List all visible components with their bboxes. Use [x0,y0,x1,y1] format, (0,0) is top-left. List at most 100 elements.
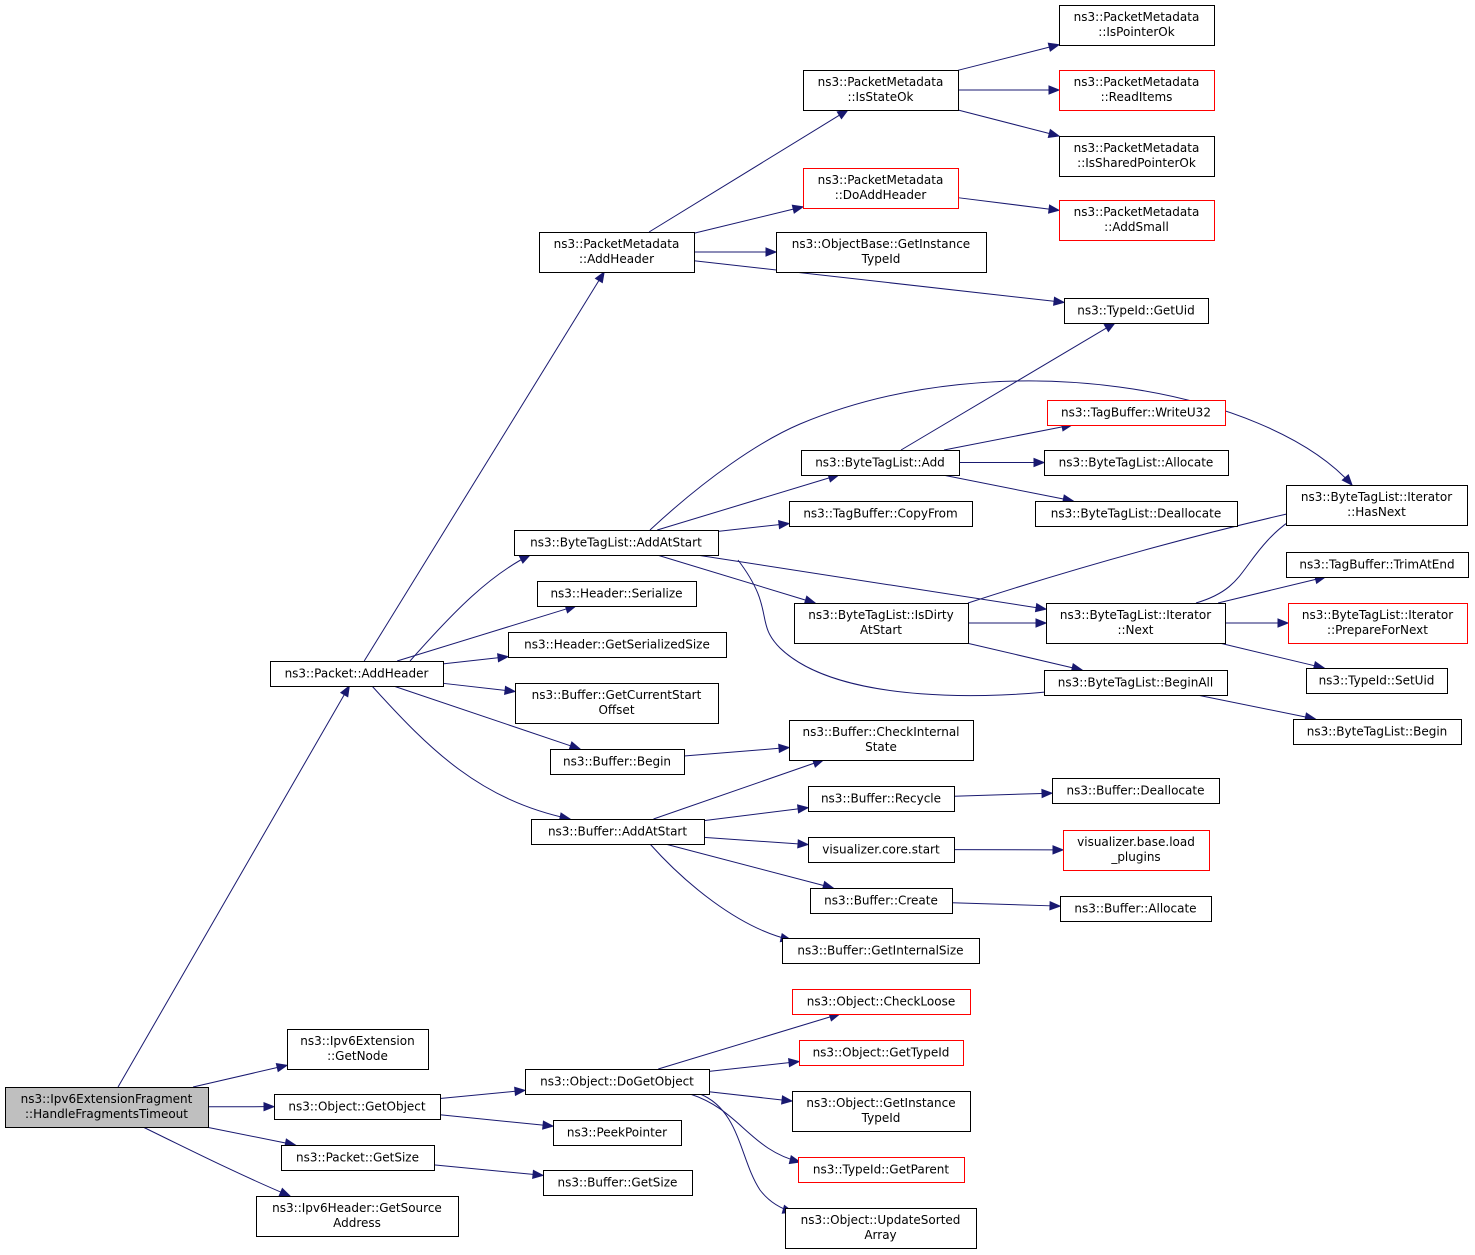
edge-line [439,1114,544,1126]
graph-node-buf-allocate[interactable]: ns3::Buffer::Allocate [1060,896,1212,922]
node-box [508,632,727,658]
edge-line [693,260,1055,302]
graph-node-root: ns3::Ipv6ExtensionFragment::HandleFragme… [5,1087,209,1128]
edge-line [683,747,780,757]
graph-node-tid-setuid[interactable]: ns3::TypeId::SetUid [1306,668,1448,694]
graph-node-tb-trimatend[interactable]: ns3::TagBuffer::TrimAtEnd [1286,552,1469,578]
graph-node-viz-start[interactable]: visualizer.core.start [808,837,955,863]
call-edge-obj_dogetobject-to-obj_getinstancetypeid [708,1091,794,1105]
graph-node-pm-addsmall[interactable]: ns3::PacketMetadata::AddSmall [1059,200,1215,241]
node-box [1306,668,1448,694]
node-label-line: ns3::Header::Serialize [550,587,682,601]
call-edge-buf_addatstart-to-viz_start [703,836,810,849]
node-box [782,938,980,964]
node-label-line: Address [333,1216,381,1230]
call-edge-pkt_addheader-to-hdr_serialize [396,604,578,662]
node-label-line: AtStart [860,623,902,637]
node-label-line: ns3::Packet::GetSize [296,1151,419,1165]
graph-node-pm-issharedpointerok[interactable]: ns3::PacketMetadata::IsSharedPointerOk [1059,136,1215,177]
graph-node-tb-copyfrom[interactable]: ns3::TagBuffer::CopyFrom [789,501,973,527]
node-label-line: ns3::Buffer::GetCurrentStart [532,688,702,702]
graph-node-btli-next[interactable]: ns3::ByteTagList::Iterator::Next [1046,603,1226,644]
node-label-line: ns3::PacketMetadata [1074,75,1200,89]
node-label-line: ns3::Buffer::Create [824,894,938,908]
arrowhead-icon [1049,901,1062,911]
graph-node-btl-deallocate[interactable]: ns3::ByteTagList::Deallocate [1035,501,1238,527]
edge-line [649,843,792,941]
graph-node-viz-loadplugins[interactable]: visualizer.base.load_plugins [1063,830,1210,871]
graph-node-pm-ispointerok[interactable]: ns3::PacketMetadata::IsPointerOk [1059,5,1215,46]
graph-node-btli-preparefornext[interactable]: ns3::ByteTagList::Iterator::PrepareForNe… [1288,603,1468,644]
node-box [1052,778,1220,804]
edge-line [649,380,1353,531]
graph-node-btl-begin[interactable]: ns3::ByteTagList::Begin [1293,719,1462,745]
graph-node-buf-create[interactable]: ns3::Buffer::Create [810,888,953,914]
node-box [789,501,973,527]
graph-node-btli-hasnext[interactable]: ns3::ByteTagList::Iterator::HasNext [1286,485,1468,526]
graph-node-hdr-getserializedsize[interactable]: ns3::Header::GetSerializedSize [508,632,727,658]
call-edge-btli_next-to-tb_trimatend [1217,574,1327,604]
graph-node-btl-allocate[interactable]: ns3::ByteTagList::Allocate [1044,450,1229,476]
edge-line [1219,642,1315,667]
graph-node-hdr-serialize[interactable]: ns3::Header::Serialize [537,581,697,607]
node-box [1046,603,1226,644]
node-label-line: ns3::Object::DoGetObject [540,1075,694,1089]
node-label-line: ns3::Buffer::Begin [563,755,671,769]
graph-node-buf-addatstart[interactable]: ns3::Buffer::AddAtStart [531,819,705,845]
graph-node-obj-dogetobject[interactable]: ns3::Object::DoGetObject [525,1069,710,1095]
node-label-line: ns3::Buffer::Recycle [821,792,941,806]
node-label-line: ns3::Ipv6Header::GetSource [272,1201,442,1215]
call-edge-buf_addatstart-to-buf_create [665,843,835,890]
graph-node-obj-checkloose[interactable]: ns3::Object::CheckLoose [792,989,971,1015]
graph-node-pkt-addheader[interactable]: ns3::Packet::AddHeader [270,661,444,687]
graph-node-peekpointer[interactable]: ns3::PeekPointer [553,1120,682,1146]
graph-node-buf-getsize[interactable]: ns3::Buffer::GetSize [543,1170,693,1196]
graph-node-tid-getparent[interactable]: ns3::TypeId::GetParent [798,1157,965,1183]
node-box [801,450,960,476]
arrowhead-icon [788,1057,801,1068]
graph-node-pm-addheader[interactable]: ns3::PacketMetadata::AddHeader [539,232,695,273]
node-box [550,749,685,775]
call-edge-btl_isdirty-to-btli_next [968,618,1048,628]
call-graph-nodes: ns3::Ipv6ExtensionFragment::HandleFragme… [5,5,1469,1249]
node-label-line: ns3::PacketMetadata [1074,205,1200,219]
graph-node-buf-deallocate[interactable]: ns3::Buffer::Deallocate [1052,778,1220,804]
graph-node-buf-getinternalsize[interactable]: ns3::Buffer::GetInternalSize [782,938,980,964]
call-edge-pkt_getsize-to-buf_getsize [433,1164,545,1180]
edge-line [205,1126,286,1144]
graph-node-tid-getuid[interactable]: ns3::TypeId::GetUid [1064,298,1209,324]
graph-node-obj-getobject[interactable]: ns3::Object::GetObject [274,1094,441,1120]
graph-node-pm-readitems[interactable]: ns3::PacketMetadata::ReadItems [1059,70,1215,111]
edge-line [371,685,571,820]
graph-node-ipv6ext-getnode[interactable]: ns3::Ipv6Extension::GetNode [287,1029,429,1070]
graph-node-tb-writeu32[interactable]: ns3::TagBuffer::WriteU32 [1047,400,1226,426]
graph-node-btl-add[interactable]: ns3::ByteTagList::Add [801,450,960,476]
graph-node-pm-doaddheader[interactable]: ns3::PacketMetadata::DoAddHeader [803,168,959,209]
call-edge-obj_getobject-to-peekpointer [439,1114,555,1130]
arrowhead-icon [263,1101,276,1112]
graph-node-buf-begin[interactable]: ns3::Buffer::Begin [550,749,685,775]
node-label-line: _plugins [1110,850,1160,864]
node-box [799,1040,964,1066]
graph-node-buf-recycle[interactable]: ns3::Buffer::Recycle [808,786,955,812]
edge-line [363,280,600,662]
call-edge-pkt_addheader-to-pm_addheader [363,270,605,662]
arrowhead-icon [788,1154,802,1165]
graph-node-btl-addatstart[interactable]: ns3::ByteTagList::AddAtStart [514,530,719,556]
node-label-line: ns3::ByteTagList::Iterator [1060,608,1211,622]
call-edge-btl_addatstart-to-tb_copyfrom [717,519,791,532]
edge-line [439,1090,516,1100]
graph-node-btl-beginall[interactable]: ns3::ByteTagList::BeginAll [1044,670,1228,696]
arrowhead-icon [1033,457,1046,468]
node-label-line: ns3::Buffer::GetSize [558,1176,678,1190]
graph-node-obj-gettypeid[interactable]: ns3::Object::GetTypeId [799,1040,964,1066]
graph-node-pm-isstateok[interactable]: ns3::PacketMetadata::IsStateOk [803,70,959,111]
graph-node-pkt-getsize[interactable]: ns3::Packet::GetSize [281,1145,435,1171]
